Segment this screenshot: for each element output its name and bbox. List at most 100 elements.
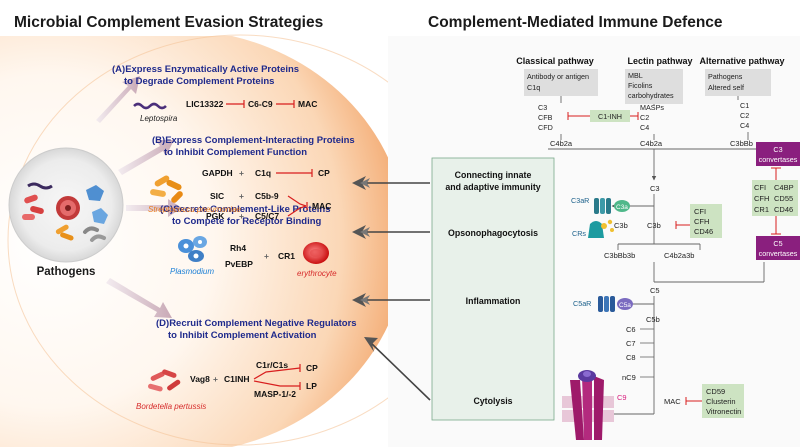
pathway-flow-lines (548, 96, 764, 181)
right-title: Complement-Mediated Immune Defence (428, 14, 723, 31)
function-1-line2: and adaptive immunity (445, 182, 540, 192)
strategy-b-title-line1: (B)Express Complement-Interacting Protei… (152, 135, 355, 146)
c5b-label: C5b (646, 315, 660, 324)
lectin-comp-1: MASPs (640, 103, 664, 112)
mac-label-a: MAC (298, 99, 317, 109)
strategy-arrows (96, 76, 182, 318)
c3ar-receptor-icon (594, 198, 611, 214)
rh4-label: Rh4 (230, 243, 246, 253)
masp-label: MASP-1/-2 (254, 389, 296, 399)
lectin-pathway-title: Lectin pathway (627, 56, 692, 66)
mac-label-right: MAC (664, 397, 681, 406)
c1r-c1s-label: C1r/C1s (256, 360, 288, 370)
gapdh-plus: + (239, 168, 244, 178)
c3b-label-center: C3b (647, 221, 661, 230)
crs-label: CRs (572, 229, 586, 238)
alternative-trigger-1: Pathogens (708, 72, 743, 81)
cp-label-d: CP (306, 363, 318, 373)
strategy-c-title-line2: to Compete for Receptor Binding (172, 216, 322, 227)
pathogens-cluster-icon (22, 182, 108, 242)
b-inhibition-lines (276, 169, 313, 217)
lectin-trigger-box (625, 69, 683, 104)
lectin-trigger-3: carbohydrates (628, 91, 674, 100)
classical-pathway-title: Classical pathway (516, 56, 594, 66)
lectin-trigger-1: MBL (628, 71, 643, 80)
c5a-label: C5a (619, 302, 631, 309)
function-arrows (352, 176, 431, 401)
erythrocyte-label: erythrocyte (297, 269, 337, 278)
alternative-pathway-title: Alternative pathway (699, 56, 784, 66)
c3bbb-alternative: C3bBb (730, 139, 753, 148)
classical-comp-3: CFD (538, 123, 553, 132)
plasmodium-label: Plasmodium (170, 267, 214, 276)
classical-trigger-box (524, 69, 598, 96)
lic13322-label: LIC13322 (186, 99, 224, 109)
vag8-label: Vag8 (190, 374, 210, 384)
d-inhibition-lines (253, 364, 301, 390)
mac-regulator-cd59: CD59 (706, 387, 725, 396)
strategy-c-title-line1: (C)Secrete Complement-Like Proteins (160, 204, 331, 215)
c5a-icon (617, 298, 633, 310)
c3-cleavage-lines (611, 194, 765, 283)
mac-pore-icon (562, 370, 614, 440)
alternative-trigger-2: Altered self (708, 83, 744, 92)
c3b-regulator-cfh: CFH (694, 217, 709, 226)
regulator-cfi: CFI (754, 183, 766, 192)
c3b-regulator-cfi: CFI (694, 207, 706, 216)
mac-regulators-box (702, 384, 744, 418)
c4b2a-classical: C4b2a (550, 139, 573, 148)
alternative-trigger-box (705, 69, 771, 96)
pgk-label: PGK (206, 211, 225, 221)
c5-label: C5 (650, 286, 660, 295)
regulator-cr1: CR1 (754, 205, 769, 214)
lectin-comp-3: C4 (640, 123, 649, 132)
c1q-label-b: C1q (255, 168, 271, 178)
c7-label: C7 (626, 339, 636, 348)
c1inh-label-d: C1INH (224, 374, 250, 384)
c-plus: + (264, 251, 269, 261)
strategy-d-title-line2: to Inhibit Complement Activation (168, 330, 317, 341)
leptospira-label: Leptospira (140, 114, 178, 123)
alternative-comp-2: C2 (740, 111, 749, 120)
leptospira-icon (133, 102, 167, 110)
c5-c7-label: C5/C7 (255, 211, 279, 221)
strategy-a-title-line2: to Degrade Complement Proteins (124, 76, 274, 87)
c6-label: C6 (626, 325, 636, 334)
plasmodium-icon (178, 236, 207, 262)
cr1-label-c: CR1 (278, 251, 295, 261)
lp-label-d: LP (306, 381, 317, 391)
c6-c9-label: C6-C9 (248, 99, 273, 109)
sic-plus: + (239, 191, 244, 201)
c1-inh-box (590, 110, 630, 122)
function-1-line1: Connecting innate (455, 170, 532, 180)
pvebp-label: PvEBP (225, 259, 253, 269)
c3-convertases-line1: C3 (773, 145, 782, 154)
strategy-a-title-line1: (A)Express Enzymatically Active Proteins (112, 64, 299, 75)
mac-regulator-vitronectin: Vitronectin (706, 407, 741, 416)
regulator-cd46: CD46 (774, 205, 793, 214)
regulator-inhibitions (771, 167, 781, 235)
cp-label-b: CP (318, 168, 330, 178)
c4b2a-lectin: C4b2a (640, 139, 663, 148)
gapdh-label: GAPDH (202, 168, 233, 178)
c9-label: C9 (617, 393, 627, 402)
lectin-comp-2: C2 (640, 113, 649, 122)
left-title: Microbial Complement Evasion Strategies (14, 14, 323, 31)
classical-trigger-2: C1q (527, 83, 540, 92)
lectin-trigger-2: Ficolins (628, 81, 653, 90)
d-plus: + (213, 374, 218, 384)
c3a-icon (614, 200, 630, 212)
c5-convertases-box (756, 236, 800, 260)
c3b-label-left: C3b (614, 221, 628, 230)
c3-label: C3 (650, 184, 660, 193)
c3ar-label: C3aR (571, 196, 589, 205)
strategy-b-title-line2: to Inhibit Complement Function (164, 147, 307, 158)
pathogens-label: Pathogens (37, 266, 96, 278)
regulator-cd55: CD55 (774, 194, 793, 203)
bordetella-label: Bordetella pertussis (136, 402, 206, 411)
c3bbb3b-label: C3bBb3b (604, 251, 635, 260)
alternative-comp-3: C4 (740, 121, 749, 130)
function-cytolysis: Cytolysis (473, 396, 512, 406)
crs-receptor-icon (588, 219, 614, 238)
